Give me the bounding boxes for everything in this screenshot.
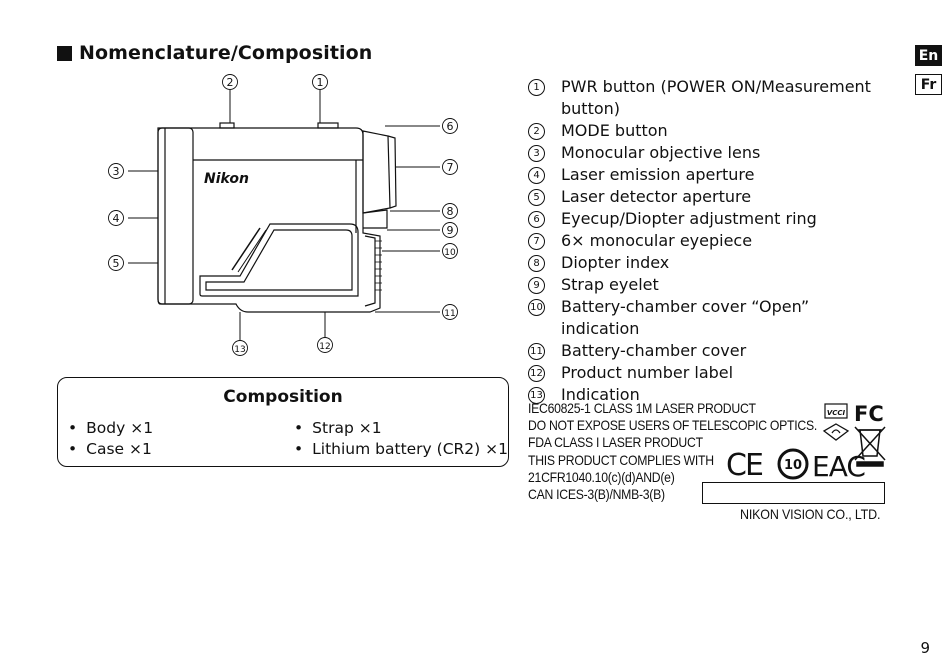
callout-13: 13 xyxy=(234,345,245,355)
product-number-label-box xyxy=(702,482,885,504)
callout-6: 6 xyxy=(447,120,454,133)
item-label: Product number label xyxy=(561,363,734,382)
parts-list: 1 PWR button (POWER ON/Measurement butto… xyxy=(528,76,888,406)
composition-item-label: Lithium battery (CR2) ×1 xyxy=(312,440,508,458)
callout-10: 10 xyxy=(444,248,456,258)
callout-8: 8 xyxy=(447,205,454,218)
list-item: 5 Laser detector aperture xyxy=(528,186,888,208)
composition-box: Composition •Body ×1 •Strap ×1 •Case ×1 … xyxy=(57,377,509,467)
vcci-mark-icon: VCCI xyxy=(824,403,848,419)
callout-2: 2 xyxy=(227,76,234,89)
item-number: 13 xyxy=(528,387,545,404)
callout-4: 4 xyxy=(113,212,120,225)
language-tab-fr[interactable]: Fr xyxy=(915,74,942,95)
callout-7: 7 xyxy=(447,161,454,174)
item-number: 4 xyxy=(528,167,545,184)
body-outline xyxy=(157,127,381,313)
list-item: 10 Battery-chamber cover “Open” indicatio… xyxy=(528,296,888,340)
list-item: 6 Eyecup/Diopter adjustment ring xyxy=(528,208,888,230)
callout-12: 12 xyxy=(319,342,330,352)
ce-mark-icon: CE xyxy=(726,448,763,480)
item-number: 1 xyxy=(528,79,545,96)
section-heading: Nomenclature/Composition xyxy=(57,42,372,64)
compliance-line: 21CFR1040.10(c)(d)AND(e) xyxy=(528,469,675,485)
list-item: 9 Strap eyelet xyxy=(528,274,888,296)
page-number: 9 xyxy=(920,639,930,657)
item-label: MODE button xyxy=(561,121,668,140)
item-label: Monocular objective lens xyxy=(561,143,761,162)
item-number: 10 xyxy=(528,299,545,316)
page-title: Nomenclature/Composition xyxy=(79,42,373,64)
weee-bin-icon xyxy=(854,426,886,467)
item-number: 3 xyxy=(528,145,545,162)
item-label: Laser emission aperture xyxy=(561,165,755,184)
rangefinder-diagram: Nikon 1 2 3 4 5 6 7 8 9 10 11 12 13 xyxy=(108,74,458,356)
nikon-logo: Nikon xyxy=(204,171,249,187)
composition-title: Composition xyxy=(223,387,343,407)
item-label: Indication xyxy=(561,385,640,404)
item-label: Strap eyelet xyxy=(561,275,659,294)
callout-3: 3 xyxy=(113,165,120,178)
item-number: 8 xyxy=(528,255,545,272)
item-label: Eyecup/Diopter adjustment ring xyxy=(561,209,817,228)
item-label: PWR button (POWER ON/Measurement xyxy=(561,77,871,96)
list-item: 11 Battery-chamber cover xyxy=(528,340,888,362)
item-label: Laser detector aperture xyxy=(561,187,752,206)
callout-11: 11 xyxy=(444,309,455,319)
list-item: 13 Indication xyxy=(528,384,888,406)
compliance-statement: IEC60825-1 CLASS 1M LASER PRODUCT DO NOT… xyxy=(528,400,817,503)
eac-mark-icon: EAC xyxy=(812,450,865,480)
rcm-mark-icon xyxy=(822,423,850,441)
callout-1: 1 xyxy=(317,76,324,89)
list-item: 2 MODE button xyxy=(528,120,888,142)
compliance-line: IEC60825-1 CLASS 1M LASER PRODUCT xyxy=(528,401,756,416)
svg-text:VCCI: VCCI xyxy=(827,409,846,417)
composition-item: •Body ×1 xyxy=(68,419,154,437)
composition-item-label: Strap ×1 xyxy=(312,419,382,437)
composition-item: •Lithium battery (CR2) ×1 xyxy=(294,440,508,458)
item-label: Battery-chamber cover xyxy=(561,341,747,360)
fcc-mark-icon: FC xyxy=(854,402,884,426)
list-item: 1 PWR button (POWER ON/Measurement butto… xyxy=(528,76,888,120)
item-number: 12 xyxy=(528,365,545,382)
certification-marks: VCCI FC CE 10 EAC xyxy=(726,402,886,480)
item-label: Battery-chamber cover “Open” indication xyxy=(561,297,810,338)
list-item: 4 Laser emission aperture xyxy=(528,164,888,186)
company-name: NIKON VISION CO., LTD. xyxy=(740,507,881,522)
item-label: Diopter index xyxy=(561,253,670,272)
list-item: 3 Monocular objective lens xyxy=(528,142,888,164)
compliance-line: CAN ICES-3(B)/NMB-3(B) xyxy=(528,487,665,503)
item-label: 6× monocular eyepiece xyxy=(561,231,753,250)
compliance-line: FDA CLASS I LASER PRODUCT xyxy=(528,435,703,451)
callout-5: 5 xyxy=(113,257,120,270)
composition-item-label: Body ×1 xyxy=(86,419,154,437)
list-item: 12 Product number label xyxy=(528,362,888,384)
compliance-line: THIS PRODUCT COMPLIES WITH xyxy=(528,452,714,468)
item-number: 6 xyxy=(528,211,545,228)
composition-item-label: Case ×1 xyxy=(86,440,152,458)
list-item: 8 Diopter index xyxy=(528,252,888,274)
compliance-line: DO NOT EXPOSE USERS OF TELESCOPIC OPTICS… xyxy=(528,418,817,434)
item-label-continued: button) xyxy=(561,99,621,118)
composition-item: •Case ×1 xyxy=(68,440,152,458)
item-number: 7 xyxy=(528,233,545,250)
composition-item: •Strap ×1 xyxy=(294,419,382,437)
item-number: 2 xyxy=(528,123,545,140)
language-tab-en[interactable]: En xyxy=(915,45,942,66)
item-number: 9 xyxy=(528,277,545,294)
heading-square-icon xyxy=(57,45,72,61)
diagram-callouts xyxy=(108,74,458,356)
callout-9: 9 xyxy=(447,224,454,237)
item-number: 5 xyxy=(528,189,545,206)
svg-text:10: 10 xyxy=(784,458,802,473)
china-rohs-10-icon: 10 xyxy=(777,448,809,480)
list-item: 7 6× monocular eyepiece xyxy=(528,230,888,252)
item-number: 11 xyxy=(528,343,545,360)
